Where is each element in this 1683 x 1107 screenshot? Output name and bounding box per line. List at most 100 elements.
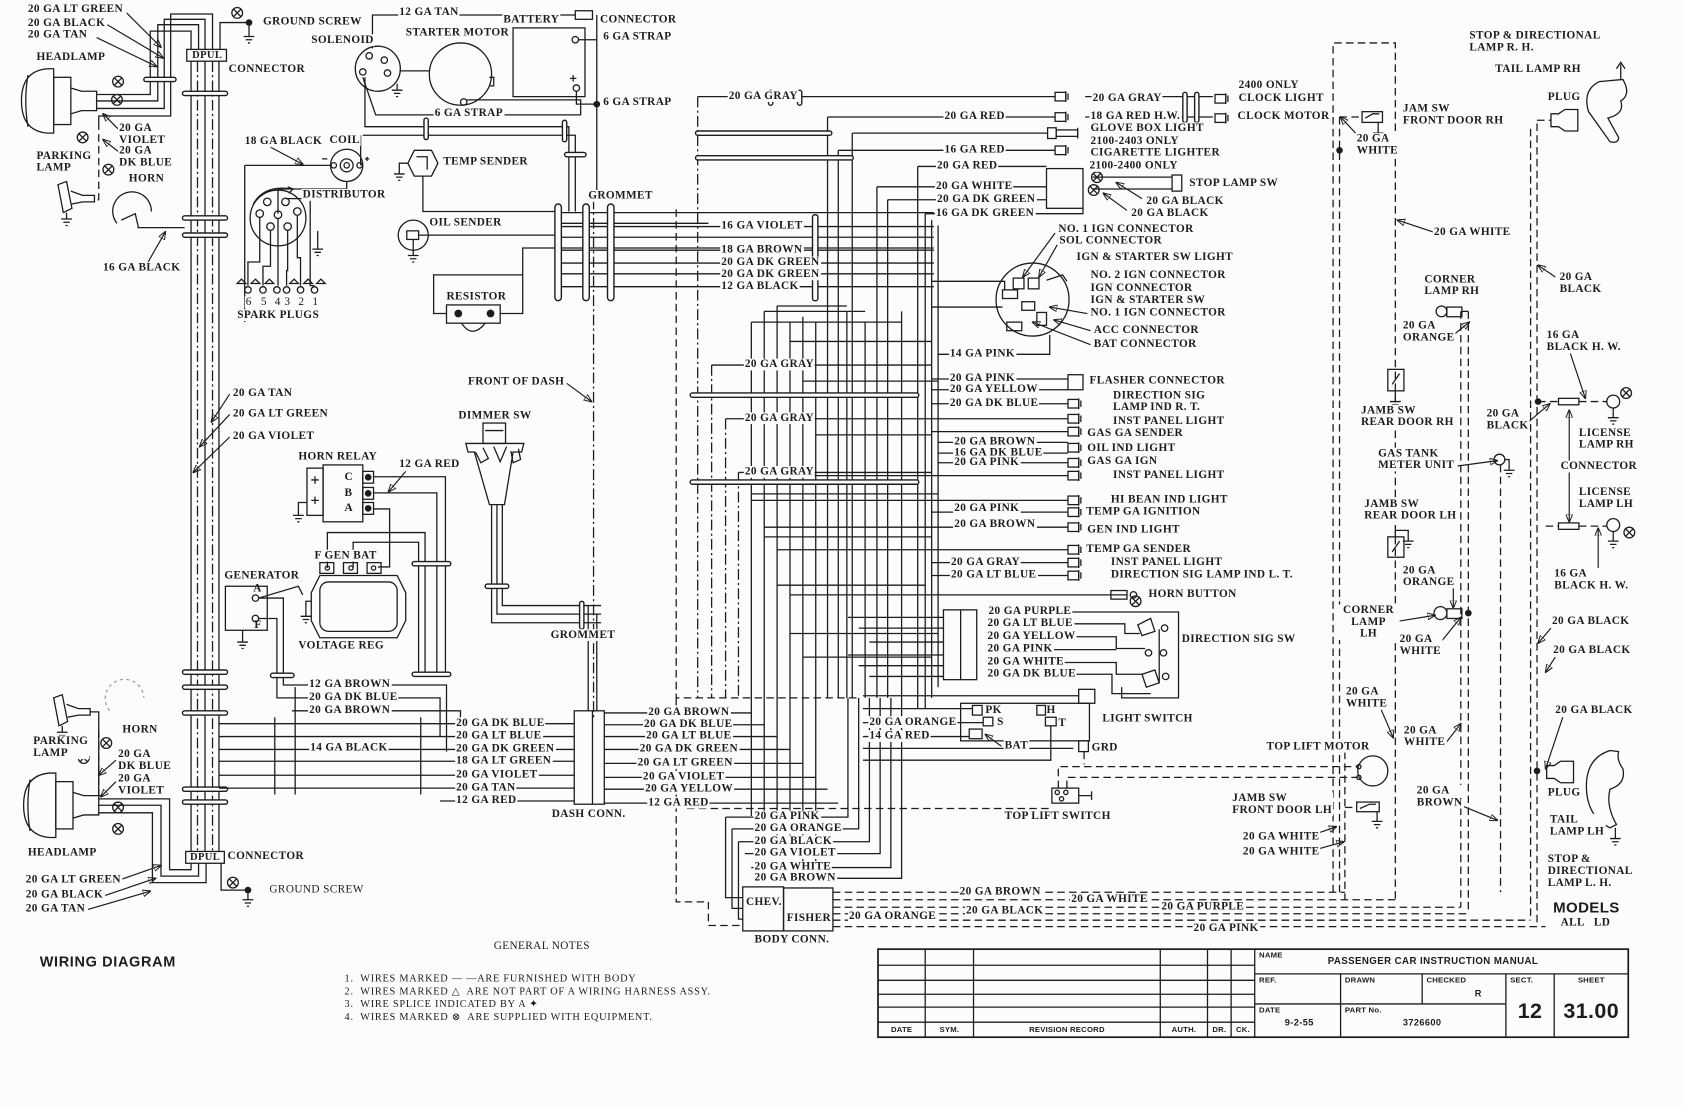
wire-label: 20 GA DK BLUE (986, 667, 1078, 680)
plug-icon (1550, 108, 1579, 132)
wire-label: 16 GA BLACK (101, 261, 182, 274)
wire-label: 20 GA PURPLE (1160, 900, 1246, 913)
wire-label: 20 GA VIOLET (116, 773, 166, 797)
dpul-connector-upper (186, 48, 228, 62)
wire-label: 20 GA DK BLUE (308, 691, 399, 704)
wire-label: 16 GA BLACK H. W. (1553, 567, 1630, 592)
connector-icon (1067, 441, 1082, 454)
wire-label: 12 GA RED (455, 794, 518, 807)
ignition-switch-icon (995, 262, 1070, 337)
direction-signal-switch-icon (942, 609, 1180, 699)
instrument-device-label: INST PANEL LIGHT (1111, 415, 1226, 428)
connector-icon (1054, 90, 1069, 103)
wire-label: 20 GA BROWN (953, 435, 1037, 448)
wire-label: 20 GA BROWN (647, 706, 731, 719)
title-block (877, 948, 1630, 1039)
leader-arrow (1569, 353, 1585, 398)
wire-label: 20 GA BLACK (26, 17, 107, 29)
leader-arrow (126, 12, 161, 47)
light-switch-terminal: T (1058, 717, 1067, 730)
generator-label: GENERATOR (223, 570, 301, 582)
ground-screw-icon (245, 19, 253, 26)
spark-plug-icons (236, 278, 326, 294)
wire-label: 14 GA RED (868, 730, 931, 742)
drawn-field-label: DRAWN (1344, 974, 1376, 985)
instrument-device-label: INST PANEL LIGHT (1109, 556, 1224, 568)
wire-label: 20 GA GRAY (743, 412, 816, 425)
revision-header: REVISION RECORD (1029, 1024, 1105, 1034)
light-switch-terminal: S (997, 716, 1004, 728)
ignition-connector-label: IGN & STARTER SW (1089, 294, 1207, 307)
clock-light-label: CLOCK LIGHT (1237, 92, 1325, 105)
equipment-marker-icon (1620, 386, 1633, 399)
wire-label: 14 GA PINK (948, 347, 1017, 360)
body-wiring-dashed (832, 891, 1546, 928)
wire-label: 16 GA DK BLUE (953, 446, 1044, 459)
connector-icon (1054, 144, 1069, 157)
wire-label: 20 GA ORANGE (1401, 564, 1456, 589)
wire-label: 20 GA BLACK (964, 905, 1045, 917)
leader-arrow (103, 114, 119, 130)
leader-arrow (1033, 322, 1091, 346)
leader-arrow (104, 878, 155, 897)
ignition-connector-label: ACC CONNECTOR (1092, 324, 1200, 337)
jamb-switch-rear-lh-label: JAMB SW REAR DOOR LH (1363, 498, 1458, 522)
glove-box-lamp-icon (1046, 127, 1079, 140)
wire-label: 6 GA STRAP (602, 31, 673, 43)
wire-label: 20 GA PINK (986, 643, 1054, 655)
jamb-switch-front-lh-label: JAMB SW FRONT DOOR LH (1231, 792, 1334, 817)
checked-value: R (1474, 987, 1482, 999)
wire-label: 16 GA VIOLET (720, 220, 804, 232)
wire-label: 20 GA TAN (26, 28, 89, 41)
body-connector-left-dashed (675, 697, 743, 927)
wire-label: 20 GA DK GREEN (720, 268, 821, 281)
equipment-marker-icon (1087, 184, 1100, 197)
horn-button-label: HORN BUTTON (1147, 588, 1238, 601)
instrument-device-label: GAS GA SENDER (1086, 427, 1185, 440)
leader-arrow (1460, 804, 1497, 820)
wire-label: 20 GA PINK (1192, 922, 1260, 935)
leader-arrow (1445, 724, 1461, 744)
generator-icon (224, 585, 268, 650)
body-connector-label: BODY CONN. (753, 934, 831, 946)
grd-terminal-label: GRD (1090, 741, 1119, 754)
stop-lamp-switch-icon (1171, 174, 1183, 192)
equipment-marker-icon (100, 736, 113, 750)
leader-arrow (101, 781, 117, 797)
grommet-label: GROMMET (587, 190, 654, 202)
dimmer-switch-wires (490, 504, 602, 711)
wire-label: 20 GA BROWN (953, 518, 1037, 531)
revision-header: DATE (890, 1024, 913, 1034)
equipment-marker-icon (112, 75, 125, 88)
starter-strap (362, 77, 582, 116)
relay-terminal-label: B (344, 487, 353, 500)
ground-screw-icon (244, 886, 252, 894)
model-note: 2400 ONLY (1237, 79, 1300, 92)
wire-label: 20 GA PINK (953, 456, 1021, 469)
instrument-device-label: TEMP GA SENDER (1085, 543, 1193, 556)
models-label: MODELS (1552, 898, 1621, 916)
temp-sender-icon (393, 149, 439, 182)
corner-lamp-icon (1435, 305, 1469, 318)
wire-label: 20 GA WHITE (1432, 226, 1512, 239)
revision-header: DR. (1212, 1024, 1227, 1034)
leader-arrow (1023, 232, 1056, 277)
license-lamp-rh-label: LICENSE LAMP RH (1577, 427, 1635, 451)
voltage-regulator-icon (299, 561, 407, 639)
light-switch-label: LIGHT SWITCH (1101, 712, 1194, 725)
stop-lamp-lh-label: STOP & DIRECTIONAL LAMP L. H. (1546, 853, 1634, 890)
wire-label: 20 GA LT BLUE (949, 569, 1038, 581)
starter-motor-icon (428, 42, 495, 106)
leader-arrow (1538, 627, 1552, 643)
top-lift-motor-icon (1356, 755, 1389, 787)
wire-label: 20 GA WHITE (753, 861, 833, 873)
wire-label: 14 GA BLACK (309, 741, 389, 754)
connector-icon (1067, 521, 1082, 534)
generator-terminal-label: F (254, 619, 262, 632)
leader-arrow (1452, 322, 1469, 336)
general-note: 1. WIRES MARKED — —ARE FURNISHED WITH BO… (343, 972, 638, 985)
wire-label: 20 GA GRAY (949, 556, 1022, 568)
chev-connector-label: CHEV. (745, 896, 782, 909)
jamb-switch-rear-rh-label: JAMB SW REAR DOOR RH (1359, 404, 1455, 429)
